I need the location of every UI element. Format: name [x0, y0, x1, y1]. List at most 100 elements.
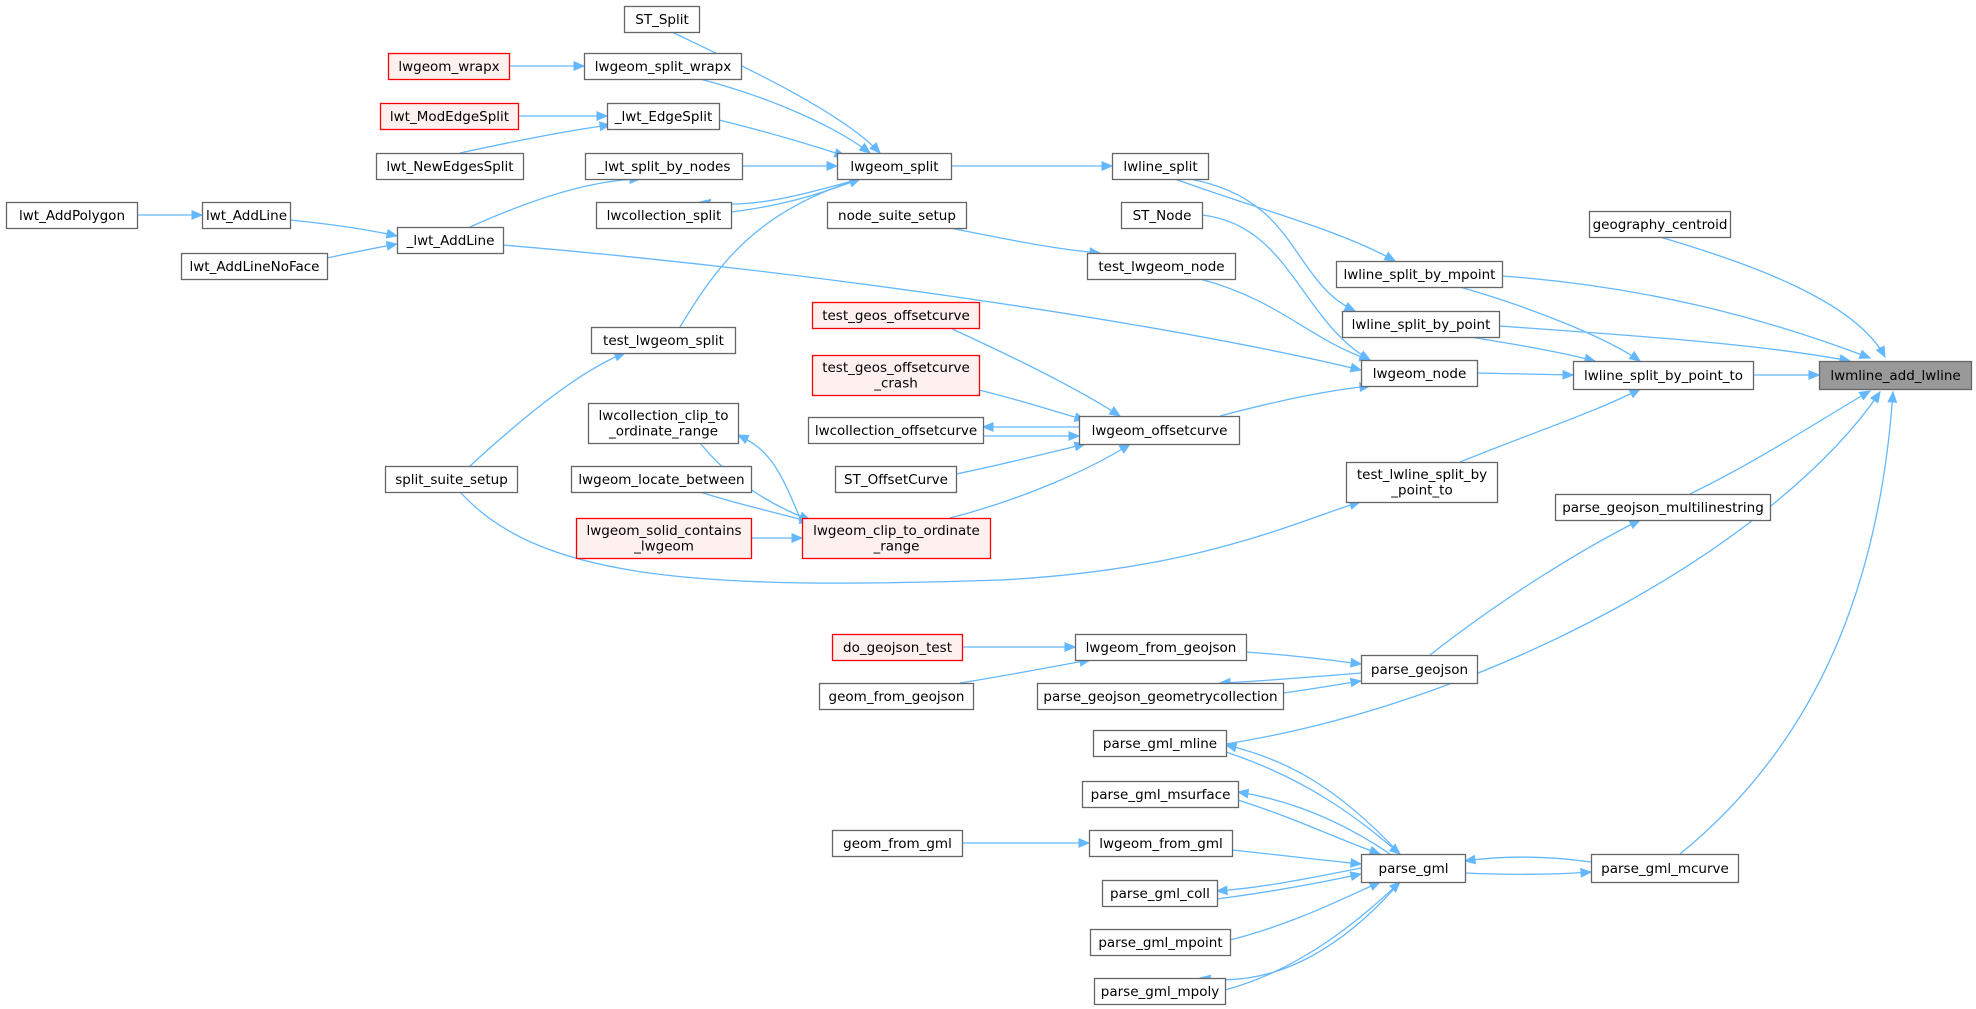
node-parse-gml-mline[interactable]: parse_gml_mline: [1092, 729, 1228, 758]
node-box: [1086, 252, 1237, 281]
node-parse-geojson-geometrycollection[interactable]: parse_geojson_geometrycollection: [1036, 682, 1285, 711]
node-lwmline-add-lwline[interactable]: lwmline_add_lwline: [1818, 360, 1973, 391]
edge-lwt_AddPolygon-to-lwt_AddLine: [137, 210, 204, 220]
node-label: parse_geojson_multilinestring: [1562, 500, 1764, 516]
node-ST-OffsetCurve[interactable]: ST_OffsetCurve: [834, 465, 958, 494]
node-lwt-AddLine[interactable]: _lwt_AddLine: [396, 226, 505, 255]
node-parse-gml-msurface[interactable]: parse_gml_msurface: [1081, 780, 1240, 809]
node-box: [1081, 780, 1240, 809]
node-test-geos-offsetcurve[interactable]: test_geos_offsetcurve: [811, 301, 981, 330]
node-parse-gml-coll[interactable]: parse_gml_coll: [1101, 879, 1219, 908]
arrow-head-icon: [1350, 858, 1363, 868]
node-parse-geojson[interactable]: parse_geojson: [1360, 654, 1479, 685]
edge-parse_gml_mcurve-to-parse_gml: [1463, 854, 1592, 865]
node-parse-gml[interactable]: parse_gml: [1360, 853, 1467, 884]
edge-line: [1174, 178, 1396, 262]
node-lwline-split[interactable]: lwline_split: [1111, 152, 1210, 181]
node-box: [623, 5, 701, 34]
node-box: [1111, 152, 1210, 181]
arrow-head-icon: [1215, 885, 1228, 896]
node-box: [836, 152, 953, 181]
edge-line: [469, 352, 626, 467]
node-lwgeom-clip-to-ordinate-range[interactable]: lwgeom_clip_to_ordinate_range: [801, 517, 992, 560]
node-label: parse_gml_mpoint: [1098, 935, 1222, 951]
node-test-lwline-split-by-point-to[interactable]: test_lwline_split_by_point_to: [1345, 461, 1499, 504]
node-parse-geojson-multilinestring[interactable]: parse_geojson_multilinestring: [1554, 493, 1772, 522]
node-label: lwline_split_by_point_to: [1584, 368, 1743, 384]
node-box: [831, 829, 964, 858]
node-box: [1818, 360, 1973, 391]
node-lwt-ModEdgeSplit[interactable]: lwt_ModEdgeSplit: [379, 102, 520, 131]
node-lwgeom-split[interactable]: lwgeom_split: [836, 152, 953, 181]
edge-ST_OffsetCurve-to-lwgeom_offsetcurve: [955, 441, 1087, 475]
edge-lwline_split_by_point_to-to-lwmline_add_lwline: [1753, 370, 1821, 380]
edge-line: [1459, 388, 1641, 463]
node-box: [1036, 682, 1285, 711]
node-parse-gml-mcurve[interactable]: parse_gml_mcurve: [1590, 853, 1740, 884]
node-lwcollection-offsetcurve[interactable]: lwcollection_offsetcurve: [807, 416, 985, 445]
node-lwcollection-clip-to-ordinate-range[interactable]: lwcollection_clip_to_ordinate_range: [587, 402, 740, 445]
node-test-geos-offsetcurve-crash[interactable]: test_geos_offsetcurve_crash: [811, 354, 981, 397]
node-label: lwgeom_split_wrapx: [595, 59, 731, 75]
node-box: [180, 252, 329, 281]
node-box: [1120, 201, 1204, 230]
node-ST-Node[interactable]: ST_Node: [1120, 201, 1204, 230]
edge-test_geos_offsetcurve_crash-to-lwgeom_offsetcurve: [978, 389, 1087, 422]
node-lwt-AddPolygon[interactable]: lwt_AddPolygon: [5, 201, 139, 230]
edge-line: [469, 178, 641, 228]
node-do-geojson-test[interactable]: do_geojson_test: [831, 633, 964, 662]
node-lwgeom-offsetcurve[interactable]: lwgeom_offsetcurve: [1078, 415, 1241, 446]
node-lwgeom-split-wrapx[interactable]: lwgeom_split_wrapx: [583, 52, 743, 81]
edge-lwt_AddLineNoFace-to-_lwt_AddLine: [326, 241, 399, 259]
node-lwt-EdgeSplit[interactable]: _lwt_EdgeSplit: [606, 102, 721, 131]
node-box: [1588, 210, 1732, 239]
edge-line: [949, 327, 1121, 417]
arrow-head-icon: [1388, 843, 1401, 855]
node-box: [811, 354, 981, 397]
node-lwline-split-by-point-to[interactable]: lwline_split_by_point_to: [1572, 360, 1755, 391]
node-geography-centroid[interactable]: geography_centroid: [1588, 210, 1732, 239]
arrow-head-icon: [1349, 871, 1363, 882]
node-geom-from-gml[interactable]: geom_from_gml: [831, 829, 964, 858]
edge-line: [1501, 275, 1871, 359]
node-box: [1088, 829, 1234, 858]
node-lwt-AddLine[interactable]: lwt_AddLine: [201, 201, 292, 230]
node-lwgeom-from-geojson[interactable]: lwgeom_from_geojson: [1074, 633, 1248, 662]
node-lwgeom-node[interactable]: lwgeom_node: [1360, 359, 1479, 388]
node-label: _point_to: [1390, 483, 1452, 499]
node-label: do_geojson_test: [843, 640, 952, 656]
node-node-suite-setup[interactable]: node_suite_setup: [826, 201, 968, 230]
node-parse-gml-mpoint[interactable]: parse_gml_mpoint: [1089, 928, 1232, 957]
node-lwgeom-wrapx[interactable]: lwgeom_wrapx: [387, 52, 511, 81]
node-test-lwgeom-split[interactable]: test_lwgeom_split: [590, 326, 737, 355]
edge-line: [1679, 391, 1894, 855]
node-test-lwgeom-node[interactable]: test_lwgeom_node: [1086, 252, 1237, 281]
node-label: lwt_AddPolygon: [19, 208, 125, 224]
arrow-head-icon: [1628, 388, 1642, 399]
node-lwcollection-split[interactable]: lwcollection_split: [595, 201, 733, 230]
arrow-head-icon: [385, 241, 399, 251]
node-label: test_geos_offsetcurve: [822, 360, 970, 376]
node-geom-from-geojson[interactable]: geom_from_geojson: [818, 682, 975, 711]
node-lwt-split-by-nodes[interactable]: _lwt_split_by_nodes: [584, 152, 744, 181]
node-label: parse_gml_mline: [1103, 736, 1217, 752]
node-lwgeom-solid-contains-lwgeom[interactable]: lwgeom_solid_contains_lwgeom: [575, 517, 753, 560]
node-lwgeom-from-gml[interactable]: lwgeom_from_gml: [1088, 829, 1234, 858]
node-parse-gml-mpoly[interactable]: parse_gml_mpoly: [1093, 977, 1227, 1006]
node-box: [1341, 310, 1501, 339]
node-label: _lwt_split_by_nodes: [597, 159, 731, 175]
arrow-head-icon: [1224, 742, 1238, 753]
node-split-suite-setup[interactable]: split_suite_setup: [384, 465, 519, 494]
node-lwgeom-locate-between[interactable]: lwgeom_locate_between: [570, 465, 753, 494]
node-lwt-NewEdgesSplit[interactable]: lwt_NewEdgesSplit: [375, 152, 525, 181]
node-lwt-AddLineNoFace[interactable]: lwt_AddLineNoFace: [180, 252, 329, 281]
arrow-head-icon: [1358, 350, 1372, 361]
edge-parse_gml-to-parse_gml_mline: [1224, 742, 1401, 855]
node-lwline-split-by-mpoint[interactable]: lwline_split_by_mpoint: [1335, 260, 1504, 289]
edge-lwt_AddLine-to-_lwt_AddLine: [289, 219, 399, 239]
node-lwline-split-by-point[interactable]: lwline_split_by_point: [1341, 310, 1501, 339]
node-box: [1089, 928, 1232, 957]
edge-ST_Node-to-lwgeom_node: [1201, 214, 1372, 361]
node-ST-Split[interactable]: ST_Split: [623, 5, 701, 34]
arrow-head-icon: [826, 161, 839, 171]
